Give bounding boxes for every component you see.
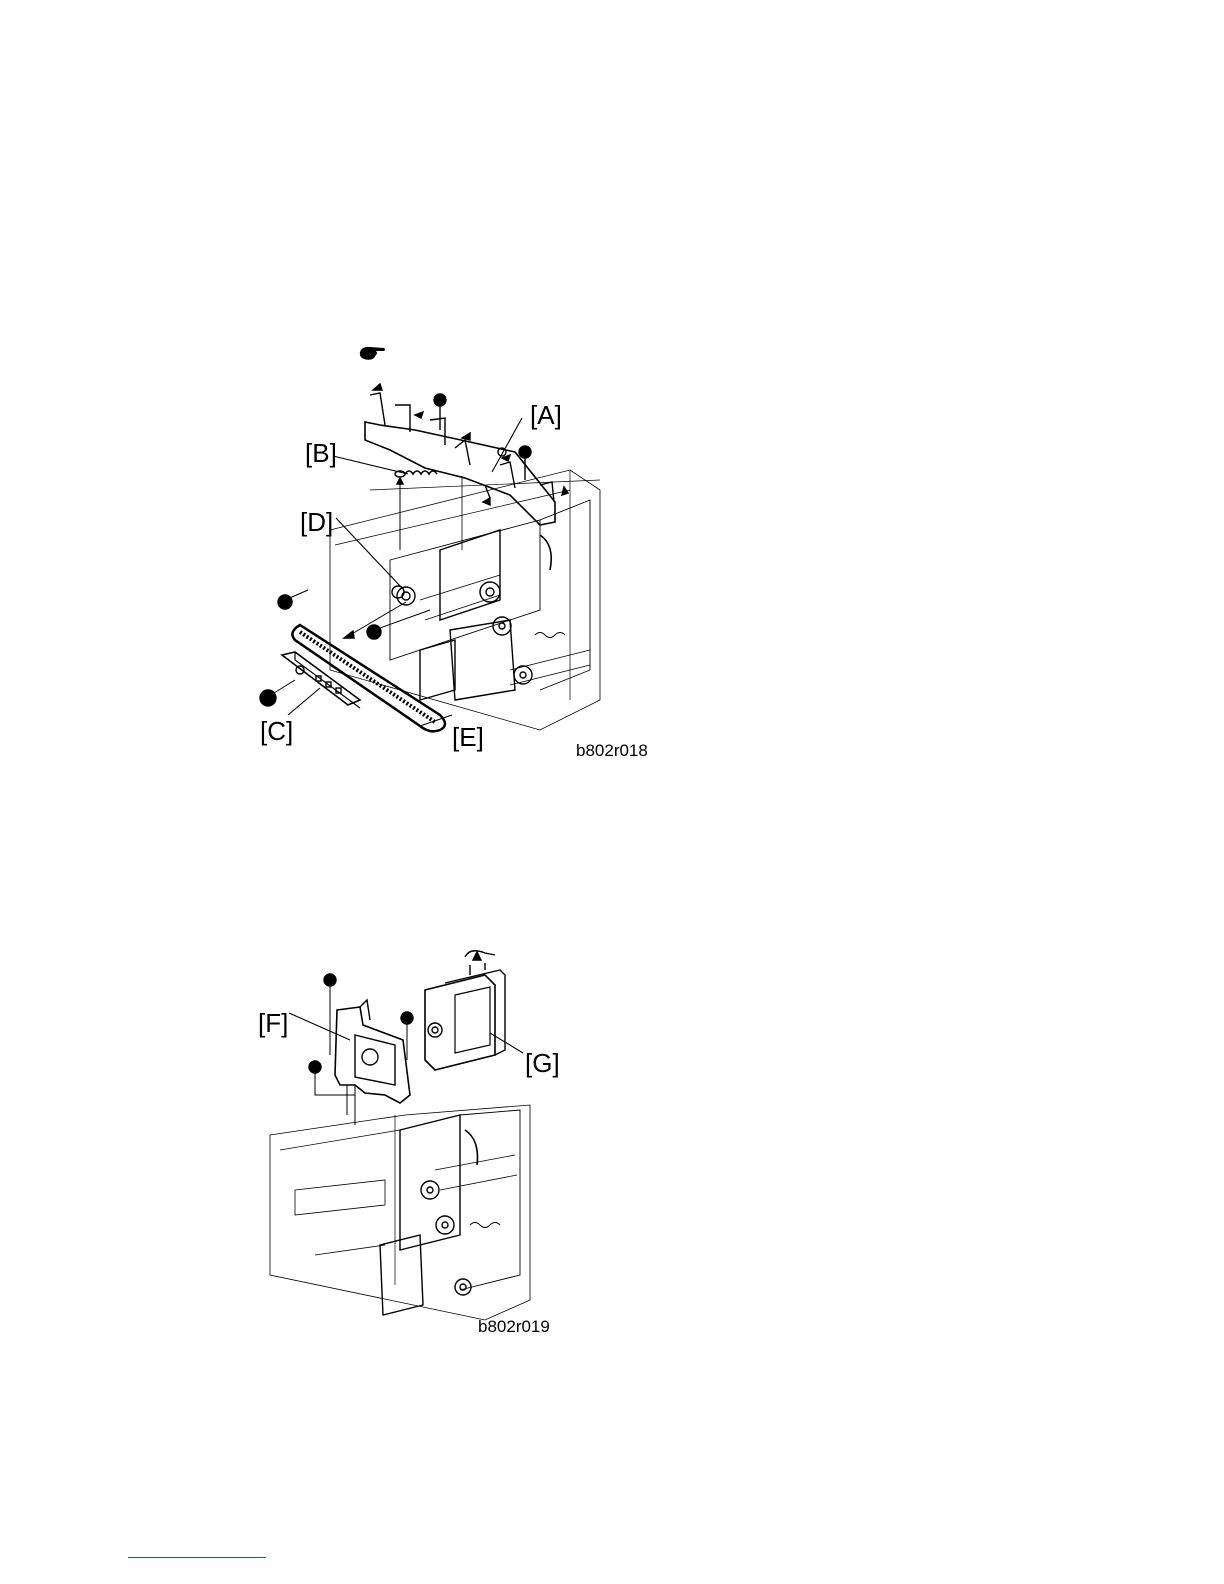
callout-f-label: [F]: [258, 1010, 288, 1036]
callout-b-label: [B]: [305, 440, 337, 466]
figure-b802r019: [255, 945, 555, 1325]
footer-link-underline: [128, 1557, 266, 1558]
callout-g-label: [G]: [525, 1050, 560, 1076]
exploded-view-drawing-2: [255, 945, 555, 1325]
image-code-2: b802r019: [478, 1318, 550, 1335]
pointing-hand-icon: [358, 344, 388, 362]
callout-c-label: [C]: [260, 718, 293, 744]
figure-b802r018: [240, 370, 650, 770]
callout-a-label: [A]: [530, 402, 562, 428]
image-code-1: b802r018: [576, 742, 648, 759]
exploded-view-drawing-1: [240, 370, 650, 770]
callout-d-label: [D]: [300, 509, 333, 535]
callout-e-label: [E]: [452, 724, 484, 750]
